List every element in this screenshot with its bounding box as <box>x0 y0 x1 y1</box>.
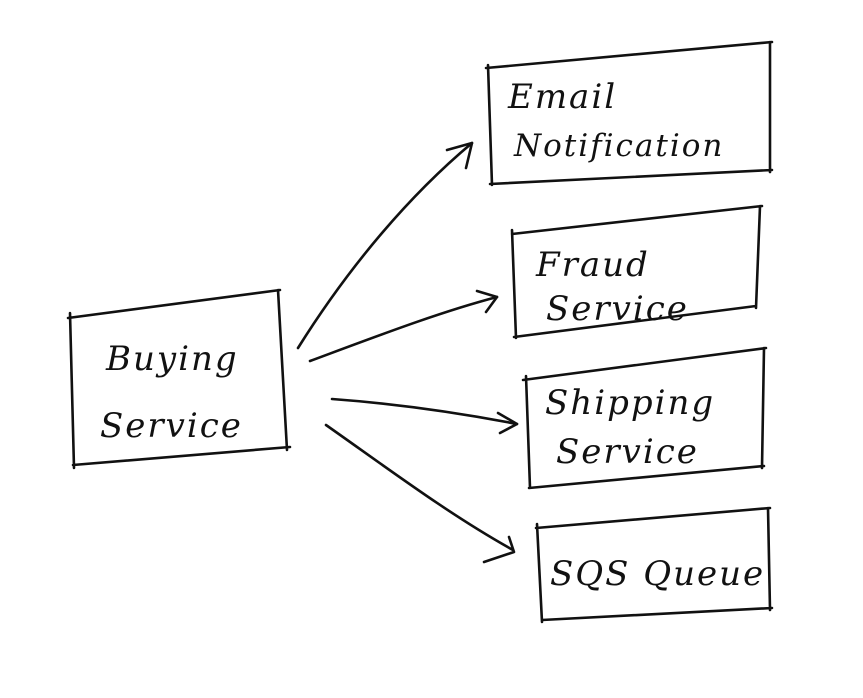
arrowhead-icon <box>496 411 519 435</box>
email-notification-box <box>484 40 774 187</box>
fraud-service-label-line2: Service <box>546 289 689 329</box>
fraud-service-box <box>510 204 764 340</box>
shipping-service-node: Shipping Service <box>521 346 768 490</box>
email-notification-label-line1: Email <box>507 77 617 117</box>
sqs-queue-label: SQS Queue <box>550 554 765 594</box>
email-notification-node: Email Notification <box>484 40 774 187</box>
buying-service-box <box>66 288 292 470</box>
sqs-queue-box <box>534 506 774 624</box>
shipping-service-label-line2: Service <box>556 432 699 472</box>
arrow-to-fraud-service <box>308 289 499 363</box>
shipping-service-label-line1: Shipping <box>545 383 715 423</box>
arrowhead-icon <box>482 535 516 564</box>
buying-service-node: Buying Service <box>66 288 292 470</box>
buying-service-label-line2: Service <box>100 406 243 446</box>
email-notification-label-line2: Notification <box>513 128 724 164</box>
shipping-service-box <box>521 346 768 490</box>
fraud-service-node: Fraud Service <box>510 204 764 340</box>
arrowhead-icon <box>445 141 474 170</box>
arrow-to-shipping-service <box>330 397 519 435</box>
buying-service-label-line1: Buying <box>105 339 239 379</box>
sqs-queue-node: SQS Queue <box>534 506 774 624</box>
arrow-to-sqs-queue <box>324 423 516 564</box>
arrowhead-icon <box>475 289 499 314</box>
fraud-service-label-line1: Fraud <box>535 245 650 285</box>
arrow-to-email-notification <box>296 141 474 350</box>
